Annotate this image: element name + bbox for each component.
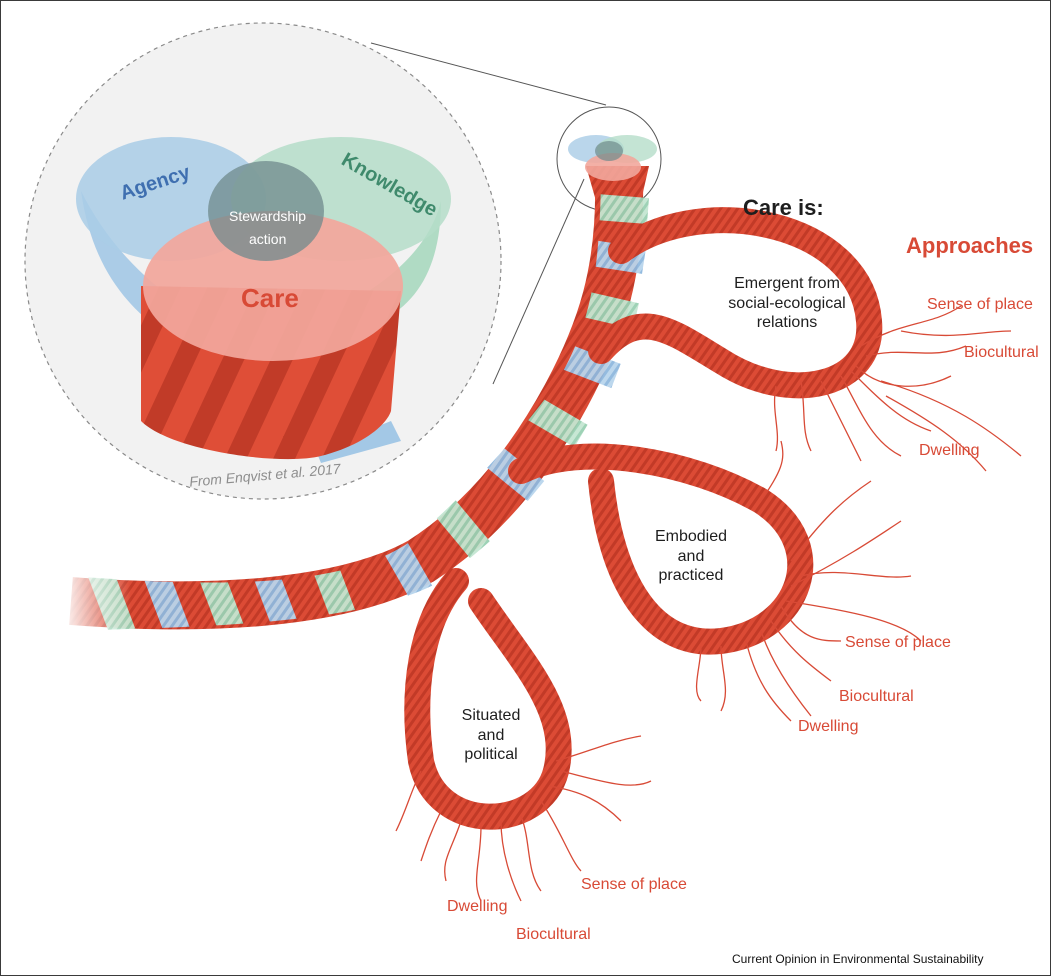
approach-roots	[395, 305, 1022, 902]
loop-label-embodied: Embodied and practiced	[654, 528, 728, 585]
emergent-dwelling: Dwelling	[919, 442, 980, 459]
care-ellipse	[143, 211, 403, 361]
zoom-connector-top	[370, 42, 607, 106]
embodied-biocultural: Biocultural	[839, 688, 914, 705]
embodied-sense-of-place: Sense of place	[845, 634, 951, 651]
situated-dwelling: Dwelling	[447, 898, 508, 915]
care-label: Care	[241, 283, 299, 313]
emergent-biocultural: Biocultural	[964, 344, 1039, 361]
stewardship-label-line1: Stewardship	[229, 208, 307, 224]
care-is-heading: Care is:	[743, 195, 824, 220]
embodied-dwelling: Dwelling	[798, 718, 859, 735]
emergent-sense-of-place: Sense of place	[927, 296, 1033, 313]
stewardship-overlap	[208, 161, 324, 261]
loop-label-emergent: Emergent from social-ecological relation…	[728, 275, 846, 332]
situated-sense-of-place: Sense of place	[581, 876, 687, 893]
journal-footer: Current Opinion in Environmental Sustain…	[732, 952, 984, 966]
situated-biocultural: Biocultural	[516, 926, 591, 943]
loop-situated	[404, 568, 572, 830]
loop-emergent	[588, 207, 883, 399]
loop-label-situated: Situated and political	[461, 707, 521, 764]
stewardship-label-line2: action	[249, 231, 287, 247]
approaches-heading: Approaches	[906, 233, 1034, 258]
venn-inset	[24, 22, 502, 500]
zoom-connector-bottom	[492, 178, 585, 385]
loop-embodied	[508, 443, 814, 655]
